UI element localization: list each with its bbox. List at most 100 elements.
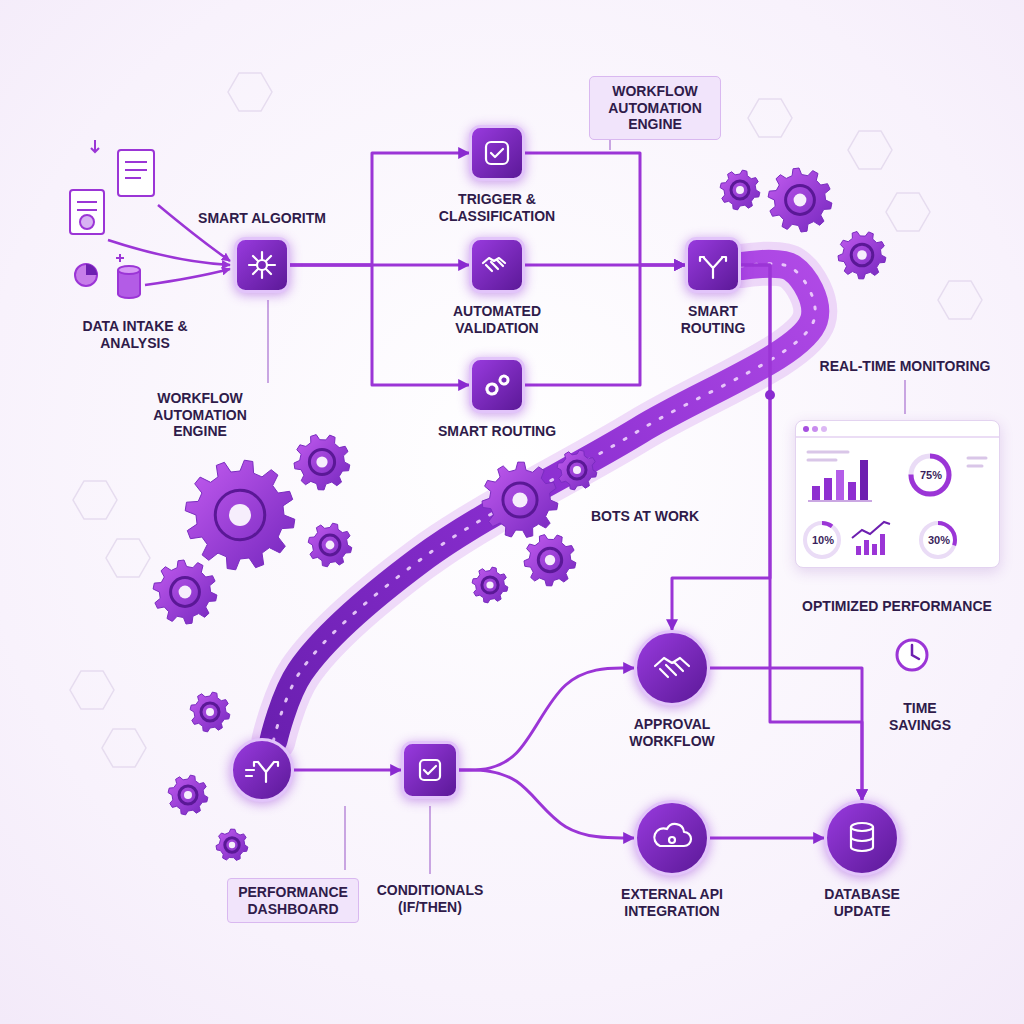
gear [206, 708, 214, 716]
node-shape [687, 239, 740, 292]
text-holder: 30% [924, 534, 954, 547]
gear [190, 692, 230, 732]
dashboard-graphics [880, 534, 885, 555]
text-holder: BOTS AT WORK [589, 508, 701, 525]
dashboard-graphics [812, 460, 868, 500]
node-icon [700, 257, 726, 278]
node-icon [246, 142, 873, 851]
node-label: APPROVAL WORKFLOW [612, 716, 732, 749]
connector-line [710, 668, 862, 800]
gear [557, 450, 597, 490]
gear [545, 555, 555, 565]
annotation-label: BOTS AT WORK [589, 508, 701, 525]
hexagon [73, 481, 117, 519]
dashboard-graphics [805, 523, 839, 557]
document-icons [116, 254, 124, 262]
database-circle: DATABASE UPDATE [824, 800, 900, 876]
gear [472, 567, 508, 603]
text-holder: SMART ALGORITM [187, 210, 337, 227]
dashboard-circle: PERFORMANCE DASHBOARD [230, 738, 294, 802]
gear [308, 523, 352, 567]
annotation-label: DATA INTAKE & ANALYSIS [70, 318, 200, 351]
gear [557, 450, 597, 490]
gear [538, 548, 561, 571]
hexagon [748, 99, 792, 137]
gear [294, 435, 350, 490]
text-holder: OPTIMIZED PERFORMANCE [792, 598, 1002, 615]
gear [524, 535, 576, 586]
node-shape [234, 237, 290, 293]
gear [720, 170, 760, 210]
node-icon [424, 766, 436, 774]
intake-arrows [108, 240, 230, 265]
dashboard-graphics [860, 460, 868, 500]
gear [524, 535, 576, 586]
node-label: SMART ALGORITM [187, 210, 337, 227]
hexagon [938, 281, 982, 319]
gear [731, 181, 749, 199]
dashboard-graphics [821, 426, 827, 432]
text-holder: APPROVAL WORKFLOW [612, 716, 732, 749]
node-icon [486, 142, 508, 164]
leader-line [904, 380, 906, 414]
dashboard-graphics [808, 452, 848, 460]
text-holder: 10% [808, 534, 838, 547]
approval-circle: APPROVAL WORKFLOW [634, 630, 710, 706]
node-icon [257, 260, 267, 270]
text-holder: SMART ROUTING [671, 303, 755, 336]
dashboard-graphics [808, 500, 872, 502]
dashboard-graphics [921, 523, 955, 557]
gear [168, 775, 208, 815]
gear [229, 504, 251, 526]
gear [179, 586, 192, 599]
dashboard-graphics [805, 523, 839, 557]
node-icon [851, 827, 873, 851]
text-holder: DATABASE UPDATE [810, 886, 914, 919]
gear [153, 560, 217, 624]
hexagon [102, 729, 146, 767]
document-icons [118, 150, 154, 196]
gear [184, 791, 192, 799]
connector-line [290, 265, 469, 385]
text-holder: WORKFLOW AUTOMATION ENGINE [589, 76, 721, 140]
leader-line [344, 806, 346, 870]
text-holder: REAL-TIME MONITORING [805, 358, 1005, 375]
process-box: SMART ROUTING [469, 357, 525, 413]
node-label: SMART ROUTING [422, 423, 572, 440]
process-box: TRIGGER & CLASSIFICATION [469, 125, 525, 181]
node-shape [469, 237, 525, 293]
gear [838, 232, 886, 279]
node-shape [826, 802, 899, 875]
gear [229, 842, 235, 848]
node-shape [634, 630, 710, 706]
text-holder: DATA INTAKE & ANALYSIS [70, 318, 200, 351]
gear [486, 581, 493, 588]
connector-line [672, 265, 770, 630]
connector-line [459, 668, 634, 770]
node-shape [685, 237, 741, 293]
callout-label: WORKFLOW AUTOMATION ENGINE [589, 76, 721, 140]
document-icons [75, 264, 97, 286]
connector-line [294, 769, 401, 772]
text-holder: PERFORMANCE DASHBOARD [227, 878, 359, 923]
dashboard-graphics [812, 426, 818, 432]
connector-line [710, 837, 824, 840]
gear [201, 703, 219, 721]
hexagon [228, 73, 272, 111]
connector [290, 265, 469, 385]
gear [216, 829, 248, 860]
gear [185, 460, 295, 570]
node-shape [230, 738, 294, 802]
node-icon [491, 149, 503, 157]
text-holder: 75% [914, 469, 948, 482]
annotation-label: TIME SAVINGS [874, 700, 966, 733]
gear [472, 567, 508, 603]
dashboard-graphics [848, 482, 856, 500]
node-icon [851, 823, 873, 831]
text-holder: SMART ROUTING [422, 423, 572, 440]
connector [459, 668, 634, 770]
gear [216, 829, 248, 860]
percent-value: 10% [808, 534, 838, 547]
dashboard-graphics [872, 544, 877, 555]
